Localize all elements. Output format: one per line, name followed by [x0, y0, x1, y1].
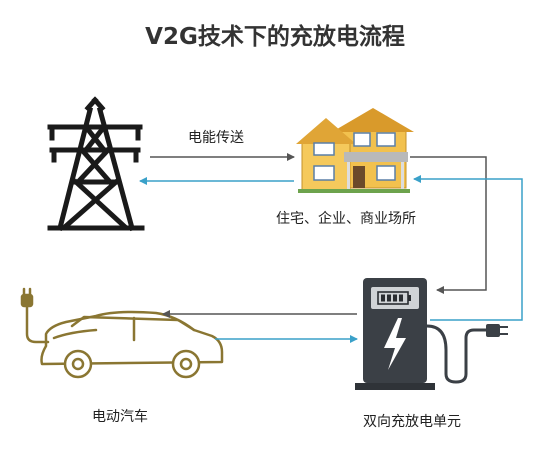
buildings-label: 住宅、企业、商业场所: [276, 211, 416, 227]
page-title: V2G技术下的充放电流程: [145, 24, 405, 50]
car-icon: [40, 310, 224, 379]
power-transmission-label: 电能传送: [188, 130, 244, 146]
arrow-house-to-charger: [410, 156, 487, 294]
battery-icon: [377, 291, 411, 305]
power-tower-icon: [47, 96, 145, 232]
ev-label: 电动汽车: [92, 409, 148, 425]
house-icon: [296, 108, 414, 193]
bolt-icon: [384, 318, 406, 370]
arrow-charger-to-house: [413, 175, 523, 321]
charger-icon: [355, 278, 508, 390]
charger-label: 双向充放电单元: [363, 414, 461, 430]
plug-icon: [20, 287, 50, 344]
